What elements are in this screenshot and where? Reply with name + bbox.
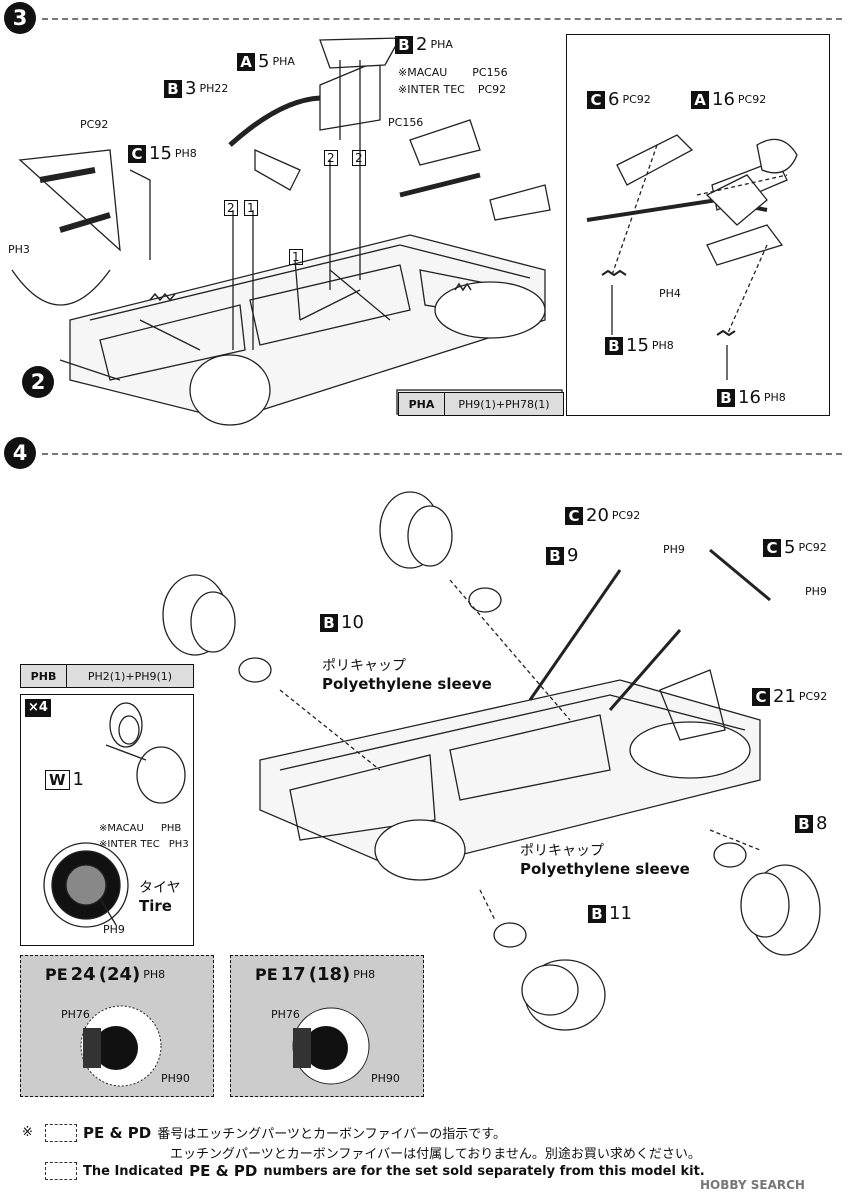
- poly-sleeve-label-top: ポリキャップ Polyethylene sleeve: [322, 658, 492, 693]
- pe-24-drawing: [80, 1005, 162, 1087]
- step-number-4: 4: [4, 437, 36, 469]
- step-number-3: 3: [4, 2, 36, 34]
- box-label-2a: 2: [224, 200, 238, 216]
- callout-b8: B 8: [795, 813, 827, 834]
- footer-line-en: The Indicated PE & PD numbers are for th…: [45, 1162, 705, 1180]
- callout-a16: A 16 PC92: [691, 89, 766, 110]
- rear-suspension-inset: C 6 PC92 A 16 PC92 PH4 B 15 PH8 B 16 PH8: [566, 34, 830, 416]
- callout-b3: B 3 PH22: [164, 78, 228, 99]
- footer-mark: ※: [22, 1125, 33, 1140]
- tire-macau-note: ※MACAU PHB: [99, 823, 182, 834]
- box-label-1a: 1: [244, 200, 258, 216]
- pe-17-header: PE 17 (18) PH8: [255, 964, 376, 985]
- pe-17-drawing: [292, 1007, 370, 1085]
- chassis-drawing-step4: [162, 491, 821, 1031]
- rear-suspension-drawing: [586, 134, 798, 380]
- ref-pc92: PC92: [80, 118, 109, 131]
- pe-24-header: PE 24 (24) PH8: [45, 964, 166, 985]
- callout-w1: W 1: [45, 769, 84, 790]
- callout-b2: B 2 PHA: [395, 34, 453, 55]
- tire-drawing: [43, 702, 186, 928]
- paint-strip-step4: PHB PH2(1)+PH9(1): [20, 664, 194, 688]
- ref-pc156: PC156: [388, 116, 424, 129]
- callout-c6: C 6 PC92: [587, 89, 651, 110]
- step-number-2: 2: [22, 366, 54, 398]
- hobby-search-watermark: HOBBY SEARCH: [700, 1178, 805, 1192]
- callout-b16: B 16 PH8: [717, 387, 786, 408]
- tire-intertec-note: ※INTER TEC PH3: [99, 839, 189, 850]
- step-divider: [42, 453, 842, 455]
- quantity-badge: ×4: [25, 699, 51, 717]
- ref-ph9-b: PH9: [805, 585, 827, 598]
- callout-a5: A 5 PHA: [237, 51, 295, 72]
- chassis-drawing-step3: [11, 37, 563, 426]
- callout-b11: B 11: [588, 903, 632, 924]
- poly-sleeve-label-bottom: ポリキャップ Polyethylene sleeve: [520, 843, 690, 878]
- step-divider: [42, 18, 842, 20]
- callout-c21: C 21 PC92: [752, 686, 827, 707]
- pe-panel-17: PE 17 (18) PH8 PH76 PH90: [230, 955, 424, 1097]
- footer-line-jp1: PE & PD 番号はエッチングパーツとカーボンファイバーの指示です。: [45, 1123, 506, 1142]
- callout-c15: C 15 PH8: [128, 143, 197, 164]
- callout-c20: C 20 PC92: [565, 505, 640, 526]
- ref-ph4: PH4: [659, 287, 681, 300]
- callout-b9: B 9: [546, 545, 578, 566]
- box-label-2b: 2: [324, 150, 338, 166]
- pe-panel-24: PE 24 (24) PH8 PH76 PH90: [20, 955, 214, 1097]
- macau-note: ※MACAU PC156: [398, 66, 508, 79]
- intertec-note: ※INTER TEC PC92: [398, 83, 507, 96]
- tire-assembly-panel: ×4 W 1 ※MACAU PHB ※INTER TEC PH3 タイヤ Tir…: [20, 694, 194, 946]
- box-label-2c: 2: [352, 150, 366, 166]
- tire-label: タイヤ Tire: [139, 880, 181, 915]
- ref-ph9-a: PH9: [663, 543, 685, 556]
- callout-c5: C 5 PC92: [763, 537, 827, 558]
- callout-b15: B 15 PH8: [605, 335, 674, 356]
- ref-ph9-tire: PH9: [103, 923, 125, 936]
- footer-line-jp2: エッチングパーツとカーボンファイバーは付属しておりません。別途お買い求めください…: [170, 1147, 701, 1162]
- callout-b10: B 10: [320, 612, 364, 633]
- ref-ph3: PH3: [8, 243, 30, 256]
- box-label-1b: 1: [289, 249, 303, 265]
- paint-strip-step3: PHA PH9(1)+PH78(1): [398, 392, 564, 416]
